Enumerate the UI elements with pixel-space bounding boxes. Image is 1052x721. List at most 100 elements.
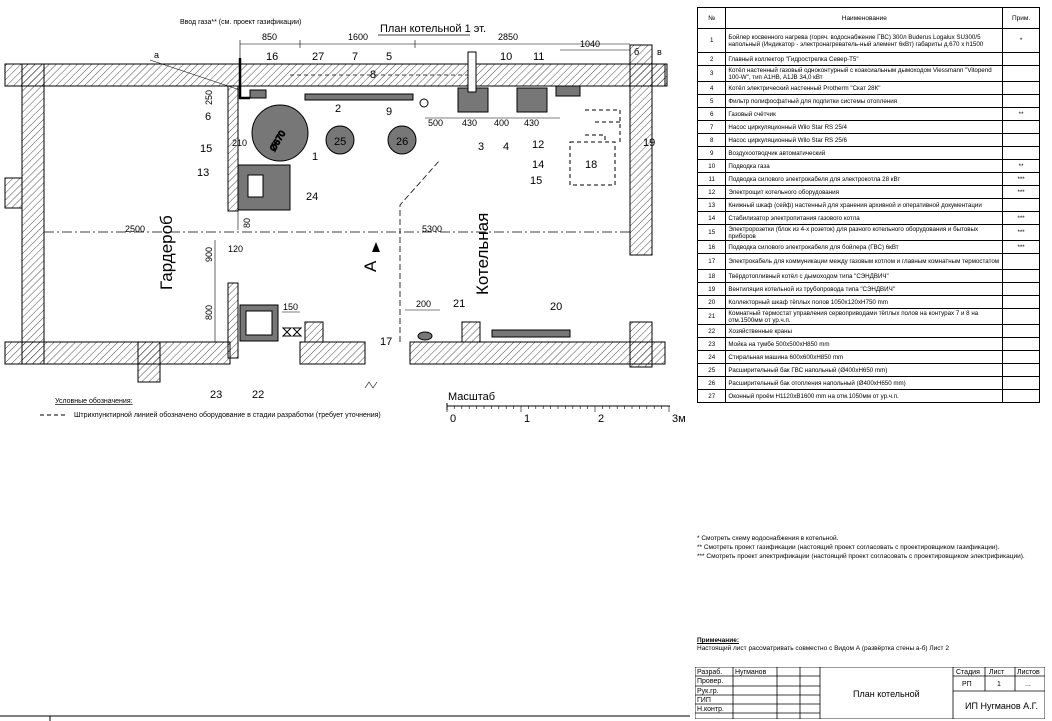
callout-9: 9 [386, 106, 392, 118]
spec-cell-number: 18 [696, 269, 727, 283]
callout-12: 12 [532, 139, 544, 151]
remark-title: Примечание: [697, 637, 739, 644]
spec-cell-note: ** [1002, 159, 1040, 173]
scale-tick-1: 1 [524, 413, 530, 425]
spec-cell-note [1002, 308, 1040, 325]
scale-tick-2: 2 [598, 413, 604, 425]
spec-cell-name: Вентиляция котельной из трубопровода тип… [725, 282, 1004, 296]
spec-cell-name: Подводка силового электрокабеля для бойл… [725, 240, 1004, 254]
spec-cell-note: * [1002, 28, 1040, 53]
spec-cell-name: Котёл электрический настенный Protherm "… [725, 81, 1004, 95]
stamp-sheet-title: План котельной [853, 689, 920, 699]
spec-cell-name: Котёл настенный газовый одноконтурный с … [725, 65, 1004, 82]
dim-430a: 430 [462, 118, 477, 128]
spec-cell-name: Коллекторный шкаф тёплых полов 1050х120х… [725, 295, 1004, 309]
spec-cell-number: 7 [696, 120, 727, 134]
spec-cell-note [1002, 269, 1040, 283]
spec-cell-number: 8 [696, 133, 727, 147]
title-block: Разраб. Нугманов Провер. Рук.гр. ГИП Н.к… [695, 667, 1045, 719]
spec-cell-name: Бойлер косвенного нагрева (горяч. водосн… [725, 28, 1004, 53]
spec-cell-note: *** [1002, 224, 1040, 241]
spec-cell-note [1002, 389, 1040, 403]
wall-bottom-column [137, 341, 161, 383]
dim-850: 850 [262, 32, 277, 42]
spec-cell-number: 22 [696, 324, 727, 338]
callout-18: 18 [585, 159, 597, 171]
wall-right-lower [629, 321, 653, 368]
callout-25: 25 [334, 136, 346, 148]
spec-cell-note [1002, 337, 1040, 351]
spec-cell-number: 15 [696, 224, 727, 241]
spec-cell-note [1002, 376, 1040, 390]
remark-text: Настоящий лист рассматривать совместно с… [697, 645, 949, 652]
wall-bottom-left [4, 341, 231, 365]
spec-cell-number: 4 [696, 81, 727, 95]
stamp-company: ИП Нугманов А.Г. [965, 701, 1038, 711]
spec-cell-name: Главный коллектор "Гидрострелка Север-Т5… [725, 52, 1004, 66]
spec-cell-note: *** [1002, 240, 1040, 254]
spec-cell-note: *** [1002, 211, 1040, 225]
thermostat-21 [417, 331, 433, 341]
spec-cell-name: Расширительный бак ГВС напольный (Ø400хH… [725, 363, 1004, 377]
callout-3: 3 [478, 141, 484, 153]
break-mark [364, 381, 378, 389]
taps-22 [281, 327, 303, 337]
callout-16: 16 [266, 51, 278, 63]
spec-cell-note [1002, 146, 1040, 160]
spec-cell-number: 20 [696, 295, 727, 309]
wall-bottom-mid [299, 341, 366, 365]
spec-cell-note [1002, 295, 1040, 309]
dim-200: 200 [416, 299, 431, 309]
remark-block: Примечание: Настоящий лист рассматривать… [697, 637, 1037, 653]
stamp-stage-label: Стадия [956, 669, 980, 676]
washing-machine-door [247, 174, 264, 198]
spec-cell-name: Оконный проём H1120хB1600 mm на отм.1050… [725, 389, 1004, 403]
footnotes: * Смотреть схему водоснабжения в котельн… [697, 535, 1037, 562]
axis-a: а [154, 50, 159, 60]
spec-cell-number: 10 [696, 159, 727, 173]
dim-150: 150 [283, 302, 298, 312]
spec-header-note: Прим. [1002, 7, 1040, 29]
spec-cell-number: 21 [696, 308, 727, 325]
spec-cell-name: Электрощит котельного оборудования [725, 185, 1004, 199]
spec-cell-note [1002, 363, 1040, 377]
footnote-3: *** Смотреть проект электрификации (наст… [697, 553, 1025, 560]
zone-divider [399, 159, 441, 342]
spec-header-name: Наименование [725, 7, 1004, 29]
ventilation-19 [585, 109, 621, 142]
callout-15: 15 [530, 175, 542, 187]
spec-cell-note [1002, 133, 1040, 147]
spec-cell-number: 12 [696, 185, 727, 199]
section-arrow [372, 242, 380, 252]
spec-cell-number: 23 [696, 337, 727, 351]
collector-cabinet-20 [491, 329, 571, 338]
wardrobe-label: Гардероб [157, 215, 176, 290]
wall-bottom-right [409, 341, 666, 365]
spec-cell-name: Хозяйственные краны [725, 324, 1004, 338]
spec-cell-number: 6 [696, 107, 727, 121]
spec-cell-name: Электрокабель для коммуникации между газ… [725, 253, 1004, 270]
callout-8: 8 [370, 69, 376, 81]
callout-22: 22 [252, 389, 264, 401]
floor-plan-drawing: План котельной 1 эт. [0, 19, 690, 721]
spec-cell-name: Насос циркуляционный Wilo Star RS 25/6 [725, 133, 1004, 147]
spec-cell-number: 19 [696, 282, 727, 296]
spec-cell-number: 17 [696, 253, 727, 270]
dim-80: 80 [242, 218, 252, 228]
callout-21: 21 [453, 298, 465, 310]
washing-machine-24 [237, 164, 291, 211]
dim-250: 250 [204, 90, 214, 105]
wall-left [21, 63, 45, 365]
